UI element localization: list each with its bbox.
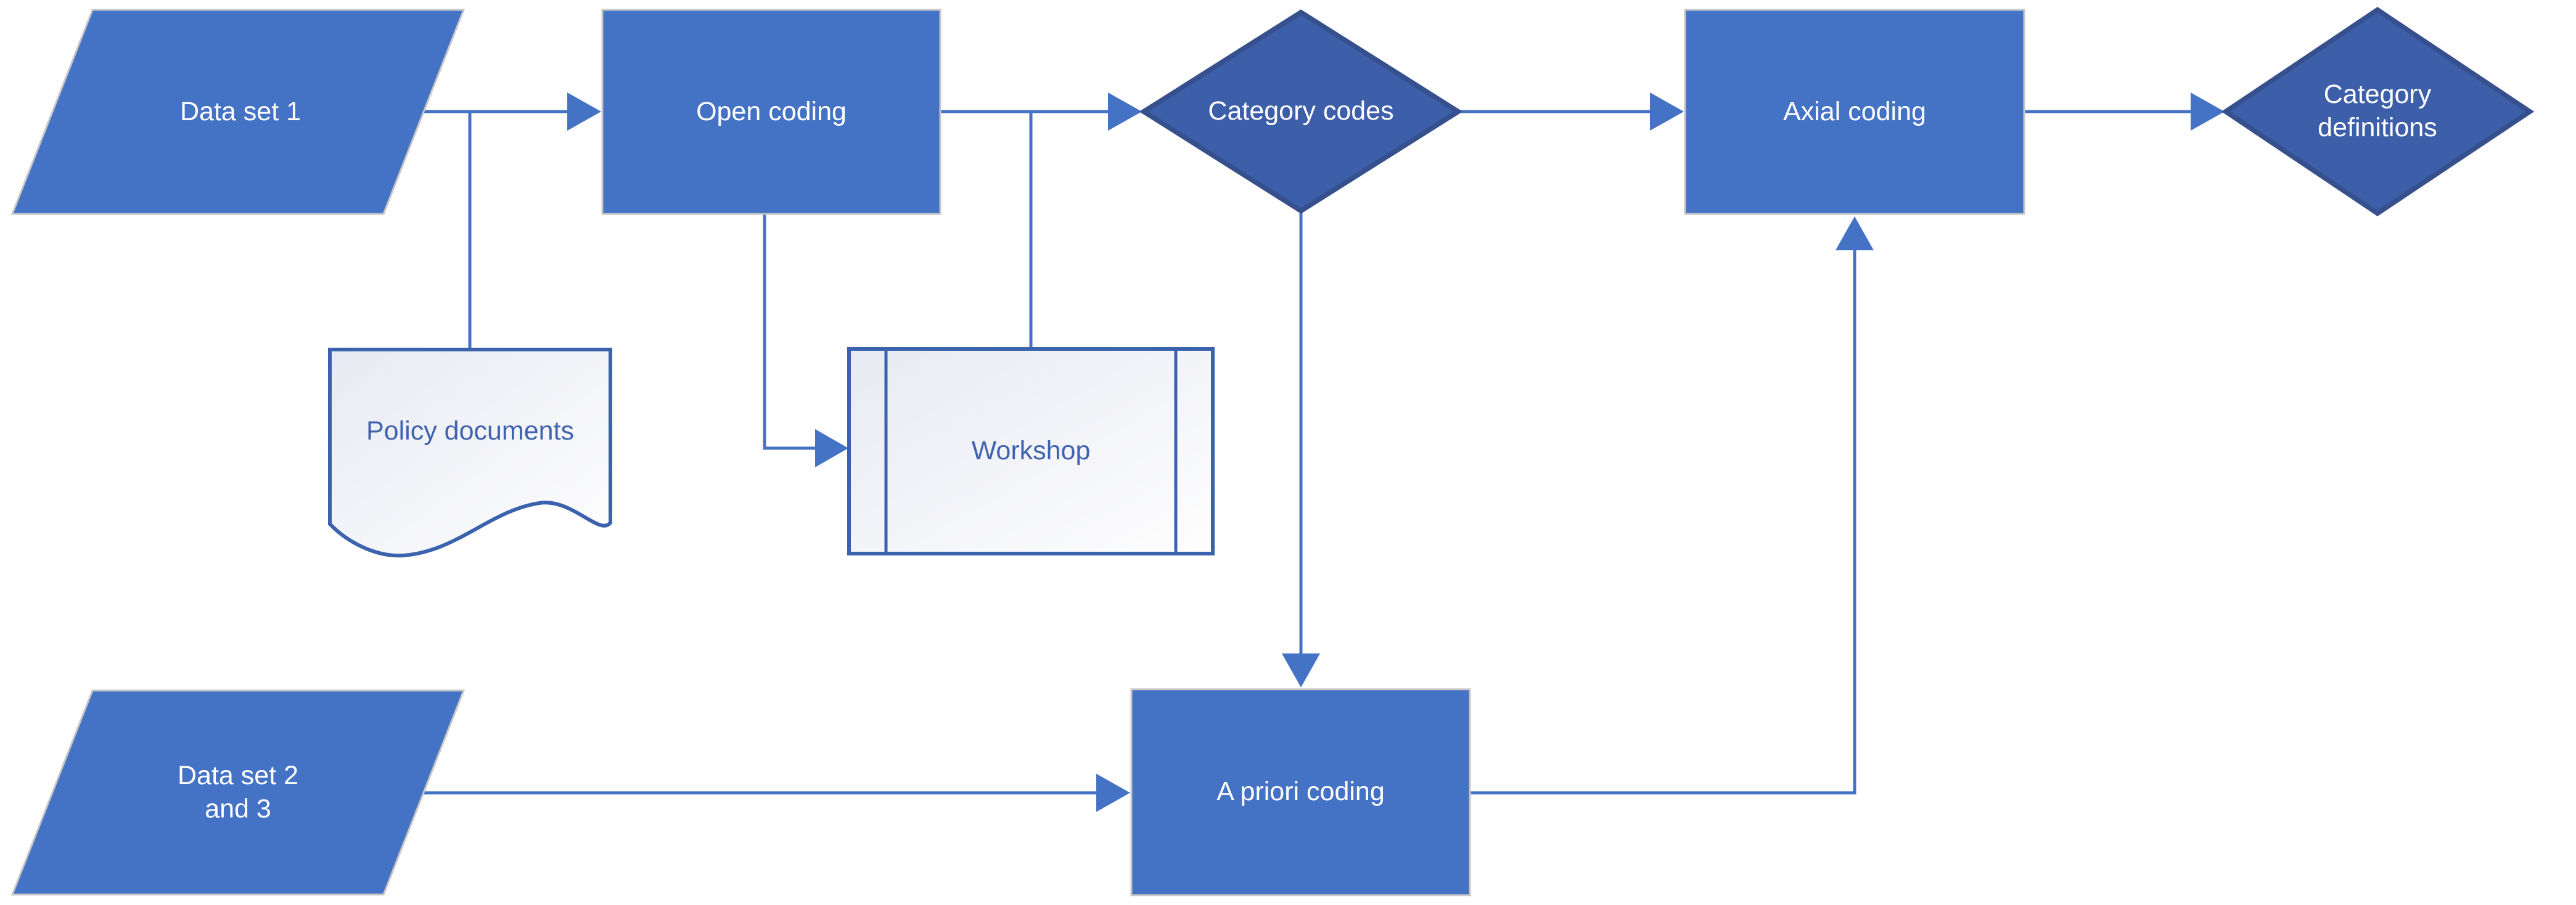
node-data-set-2-3-shape (10, 689, 466, 896)
arrowhead-into-a-priori-top (1282, 653, 1320, 687)
arrowhead-into-category-definitions (2191, 92, 2225, 131)
edge-aprioricoding-axialcoding (1470, 249, 1856, 795)
arrowhead-into-open-coding (567, 92, 601, 131)
node-workshop-shape (847, 347, 1215, 555)
arrowhead-into-axial-coding-bottom (1836, 216, 1874, 250)
connector-layer (423, 110, 2192, 795)
arrowhead-into-workshop (815, 429, 848, 467)
node-category-codes-shape (1139, 9, 1463, 214)
node-a-priori-coding-shape (1130, 688, 1471, 896)
node-data-set-1-shape (10, 9, 466, 215)
node-policy-documents-shape (328, 348, 612, 558)
arrowhead-into-a-priori-left (1096, 774, 1130, 812)
node-category-definitions-shape (2221, 7, 2535, 216)
arrowhead-layer (567, 92, 2225, 812)
node-axial-coding-shape (1684, 9, 2025, 215)
arrowhead-into-axial-coding-left (1650, 92, 1684, 131)
arrowhead-into-category-codes (1108, 92, 1142, 131)
node-open-coding-shape (601, 9, 941, 215)
edge-opencoding-workshop (763, 214, 815, 450)
